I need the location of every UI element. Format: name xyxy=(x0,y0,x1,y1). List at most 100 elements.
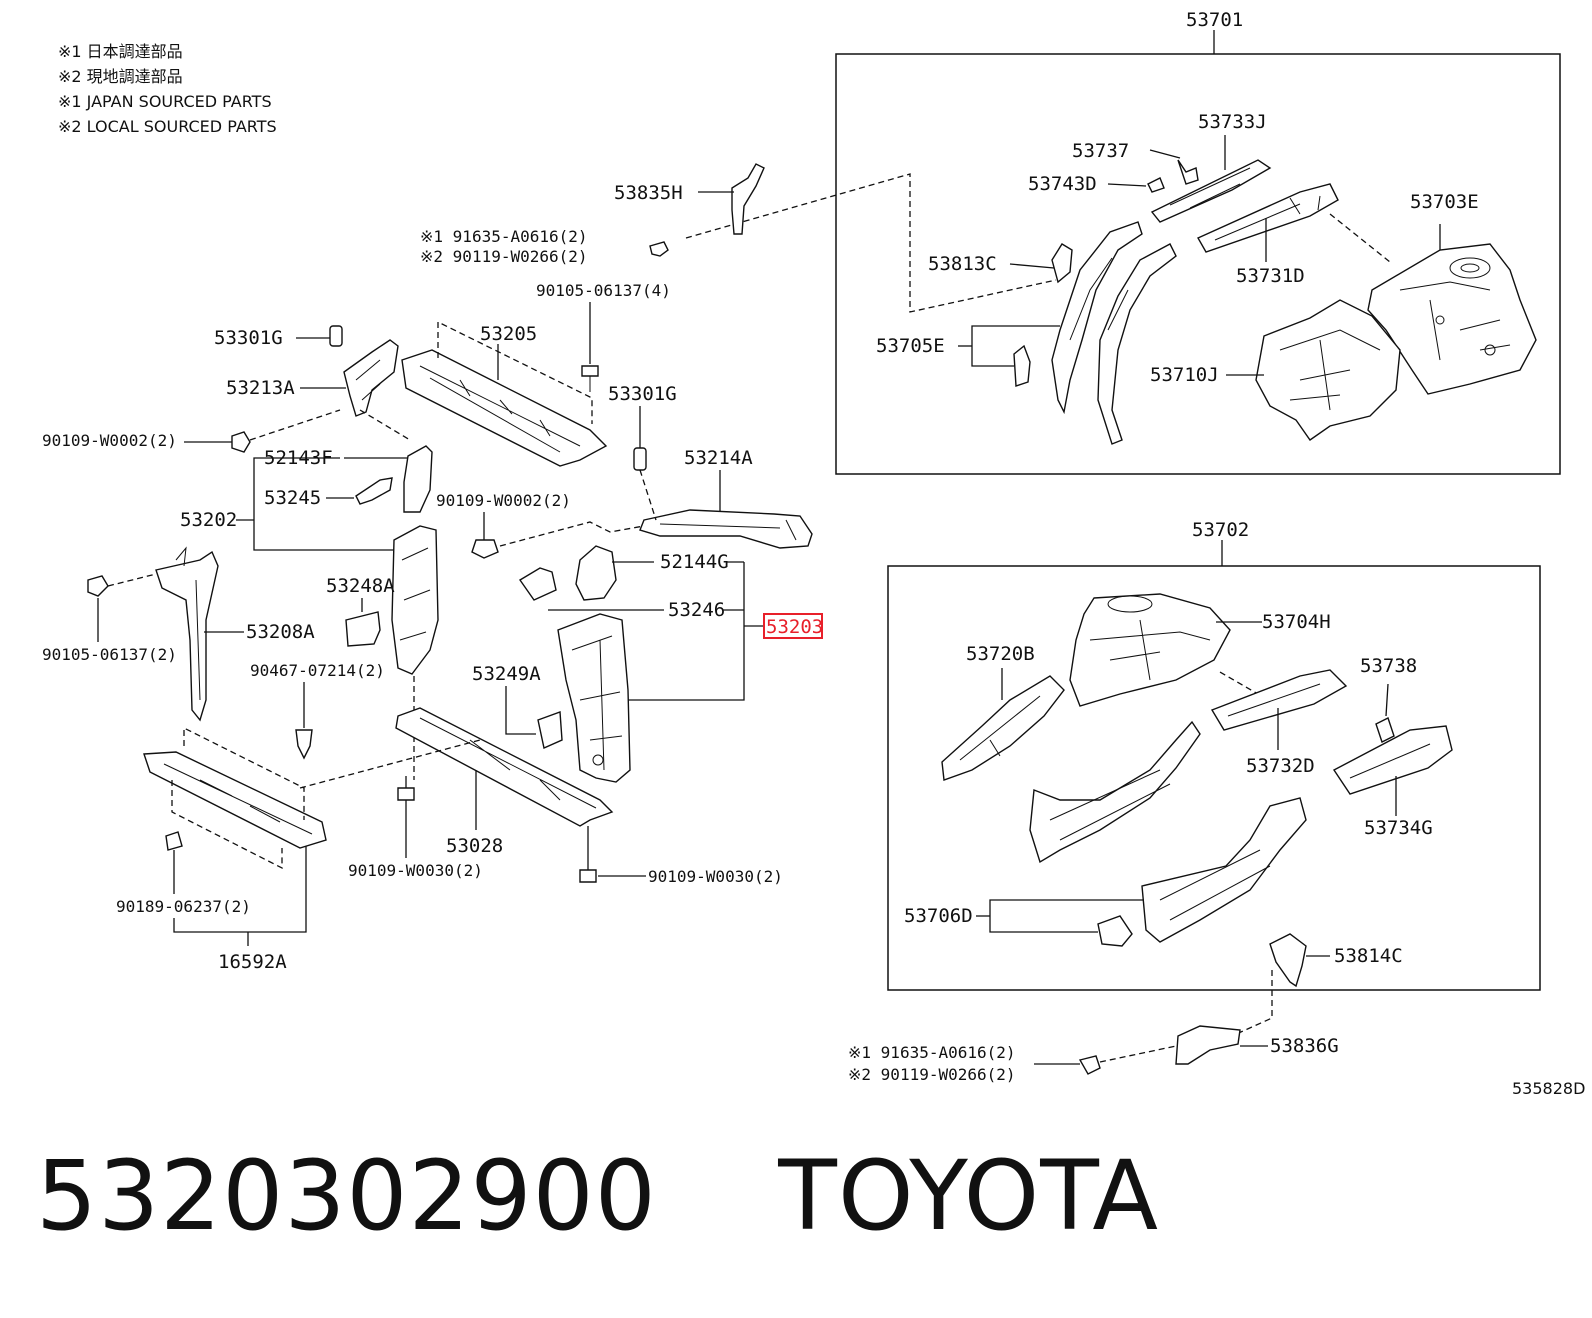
legend: ※1 日本調達部品 ※2 現地調達部品 ※1 JAPAN SOURCED PAR… xyxy=(58,42,277,136)
label-90105-4[interactable]: 90105-06137(4) xyxy=(536,281,671,300)
group-53028: 53028 90109-W0030(2) 90109-W0030(2) xyxy=(299,707,783,886)
label-53704h[interactable]: 53704H xyxy=(1262,611,1331,633)
label-90189[interactable]: 90189-06237(2) xyxy=(116,897,251,916)
diagram-code: 535828D xyxy=(1512,1079,1585,1098)
part-90467-shape xyxy=(295,729,313,760)
part-53813c-shape xyxy=(1051,243,1073,284)
label-53245[interactable]: 53245 xyxy=(264,487,321,509)
part-53203-shape xyxy=(557,613,631,783)
label-53214a[interactable]: 53214A xyxy=(684,447,753,469)
part-53738-shape xyxy=(1375,717,1395,743)
bolt-90105-2-shape xyxy=(87,575,109,597)
label-53813c[interactable]: 53813C xyxy=(928,253,997,275)
label-53814c[interactable]: 53814C xyxy=(1334,945,1403,967)
label-53205[interactable]: 53205 xyxy=(480,323,537,345)
part-53835h-shape xyxy=(731,163,765,235)
label-53203[interactable]: 53203 xyxy=(766,616,823,638)
label-53246[interactable]: 53246 xyxy=(668,599,725,621)
part-53743d-shape xyxy=(1147,177,1165,193)
label-90105-2[interactable]: 90105-06137(2) xyxy=(42,645,177,664)
bolt-90109-w0030-b-shape xyxy=(579,869,597,883)
part-53732d-shape xyxy=(1210,669,1348,731)
group-box-53701 xyxy=(835,53,1561,475)
label-bolt-top-2[interactable]: ※2 90119-W0266(2) xyxy=(420,247,588,266)
part-53246-shape xyxy=(518,567,557,601)
label-52143f[interactable]: 52143F xyxy=(264,447,333,469)
part-inner-rail-b xyxy=(1141,797,1307,943)
part-53028-shape xyxy=(395,707,614,827)
footer: 5320302900 TOYOTA xyxy=(36,1140,1159,1252)
part-53202-shape xyxy=(391,525,439,675)
label-90109-w0030-a[interactable]: 90109-W0030(2) xyxy=(348,861,483,880)
group-bolt-w0002-left: 90109-W0002(2) xyxy=(42,409,341,453)
group-upper-center: 53301G 53213A 53205 xyxy=(214,320,608,467)
label-53743d[interactable]: 53743D xyxy=(1028,173,1097,195)
label-53701[interactable]: 53701 xyxy=(1186,9,1243,31)
group-53214a: 53214A 53301G xyxy=(608,383,813,549)
part-inner-member-b xyxy=(1051,221,1143,415)
group-16592a: 90189-06237(2) 16592A xyxy=(116,726,327,973)
part-52144g-shape xyxy=(575,545,617,601)
group-bolt-w0002-mid: 90109-W0002(2) xyxy=(436,491,645,559)
part-53703e-shape xyxy=(1367,243,1537,395)
label-53836g[interactable]: 53836G xyxy=(1270,1035,1339,1057)
label-53734g[interactable]: 53734G xyxy=(1364,817,1433,839)
label-53208a[interactable]: 53208A xyxy=(246,621,315,643)
label-90109-w0002-a[interactable]: 90109-W0002(2) xyxy=(42,431,177,450)
bolt-90109-w0002-a-shape xyxy=(231,431,251,453)
label-53731d[interactable]: 53731D xyxy=(1236,265,1305,287)
part-53249a-shape xyxy=(537,711,563,749)
label-bolt-bottom-2[interactable]: ※2 90119-W0266(2) xyxy=(848,1065,1016,1084)
part-52143f-shape xyxy=(403,445,433,513)
label-bolt-top-1[interactable]: ※1 91635-A0616(2) xyxy=(420,227,588,246)
part-53710j-shape xyxy=(1255,299,1401,441)
label-53706d[interactable]: 53706D xyxy=(904,905,973,927)
label-53835h[interactable]: 53835H xyxy=(614,182,683,204)
part-53705e-shape xyxy=(1013,344,1031,387)
group-90467: 90467-07214(2) xyxy=(250,661,385,760)
label-53738[interactable]: 53738 xyxy=(1360,655,1417,677)
group-53249a: 53249A xyxy=(472,663,563,749)
label-53213a[interactable]: 53213A xyxy=(226,377,295,399)
highlight-box-53203 xyxy=(763,613,823,639)
bolt-90109-w0030-a-shape xyxy=(397,787,415,801)
part-53737-shape xyxy=(1177,159,1199,185)
label-53732d[interactable]: 53732D xyxy=(1246,755,1315,777)
label-bolt-bottom-1[interactable]: ※1 91635-A0616(2) xyxy=(848,1043,1016,1062)
group-53701: 53701 53733J 53737 53743D 53731D 53703E xyxy=(685,9,1561,475)
label-53710j[interactable]: 53710J xyxy=(1150,364,1219,386)
group-box-53702 xyxy=(887,565,1541,991)
bolt-top-shape xyxy=(649,241,669,257)
part-53208a-shape xyxy=(155,550,219,722)
part-53245-shape xyxy=(355,477,393,505)
part-inner-rail-a xyxy=(1029,720,1201,864)
label-53249a[interactable]: 53249A xyxy=(472,663,541,685)
label-90109-w0002-b[interactable]: 90109-W0002(2) xyxy=(436,491,571,510)
bolt-90105-4-shape xyxy=(581,365,599,377)
group-53208a: 90105-06137(2) 53208A xyxy=(42,546,315,722)
part-53733j-shape xyxy=(1150,159,1272,223)
group-53835h: 53835H ※1 91635-A0616(2) ※2 90119-W0266(… xyxy=(420,163,765,392)
label-53720b[interactable]: 53720B xyxy=(966,643,1035,665)
label-53737[interactable]: 53737 xyxy=(1072,140,1129,162)
part-53301g-a-shape xyxy=(329,325,343,347)
group-53203: 52144G 53246 53203 xyxy=(518,545,823,783)
label-53301g-b[interactable]: 53301G xyxy=(608,383,677,405)
label-16592a[interactable]: 16592A xyxy=(218,951,287,973)
label-53702[interactable]: 53702 xyxy=(1192,519,1249,541)
part-53836g-shape xyxy=(1175,1025,1241,1065)
label-53703e[interactable]: 53703E xyxy=(1410,191,1479,213)
label-53248a[interactable]: 53248A xyxy=(326,575,395,597)
label-53301g-a[interactable]: 53301G xyxy=(214,327,283,349)
label-53705e[interactable]: 53705E xyxy=(876,335,945,357)
label-53733j[interactable]: 53733J xyxy=(1198,111,1267,133)
bolt-90109-w0002-b-shape xyxy=(471,539,499,559)
label-53028[interactable]: 53028 xyxy=(446,835,503,857)
label-90109-w0030-b[interactable]: 90109-W0030(2) xyxy=(648,867,783,886)
group-53702: 53702 53704H 53720B 53732D 53738 53734G xyxy=(887,519,1541,1037)
label-53202[interactable]: 53202 xyxy=(180,509,237,531)
label-90467[interactable]: 90467-07214(2) xyxy=(250,661,385,680)
label-52144g[interactable]: 52144G xyxy=(660,551,729,573)
part-53301g-b-shape xyxy=(633,447,647,471)
